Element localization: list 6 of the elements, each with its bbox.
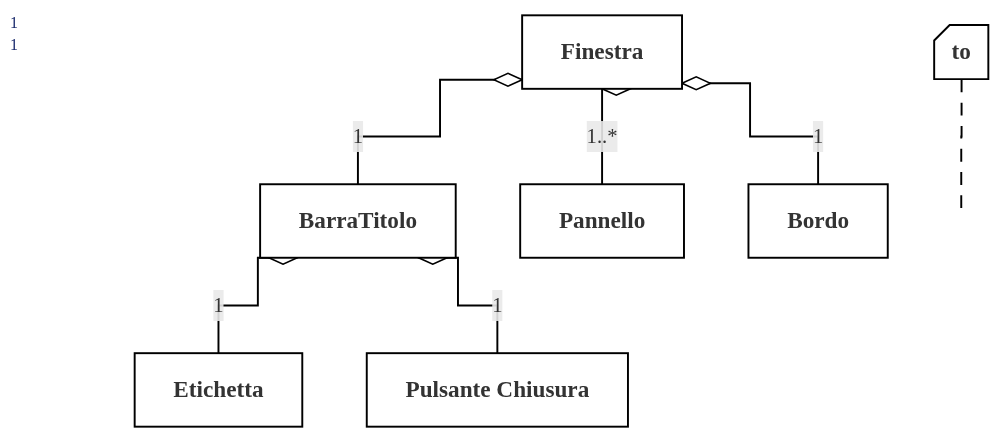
edge-label: 1 bbox=[213, 293, 224, 316]
edge-label: 1 bbox=[492, 293, 503, 316]
edge-label: 1 bbox=[352, 124, 364, 147]
multiplicity-label: 1 bbox=[10, 14, 19, 32]
multiplicity-label: 1 bbox=[10, 36, 19, 54]
edge-label: 1 bbox=[812, 124, 824, 147]
